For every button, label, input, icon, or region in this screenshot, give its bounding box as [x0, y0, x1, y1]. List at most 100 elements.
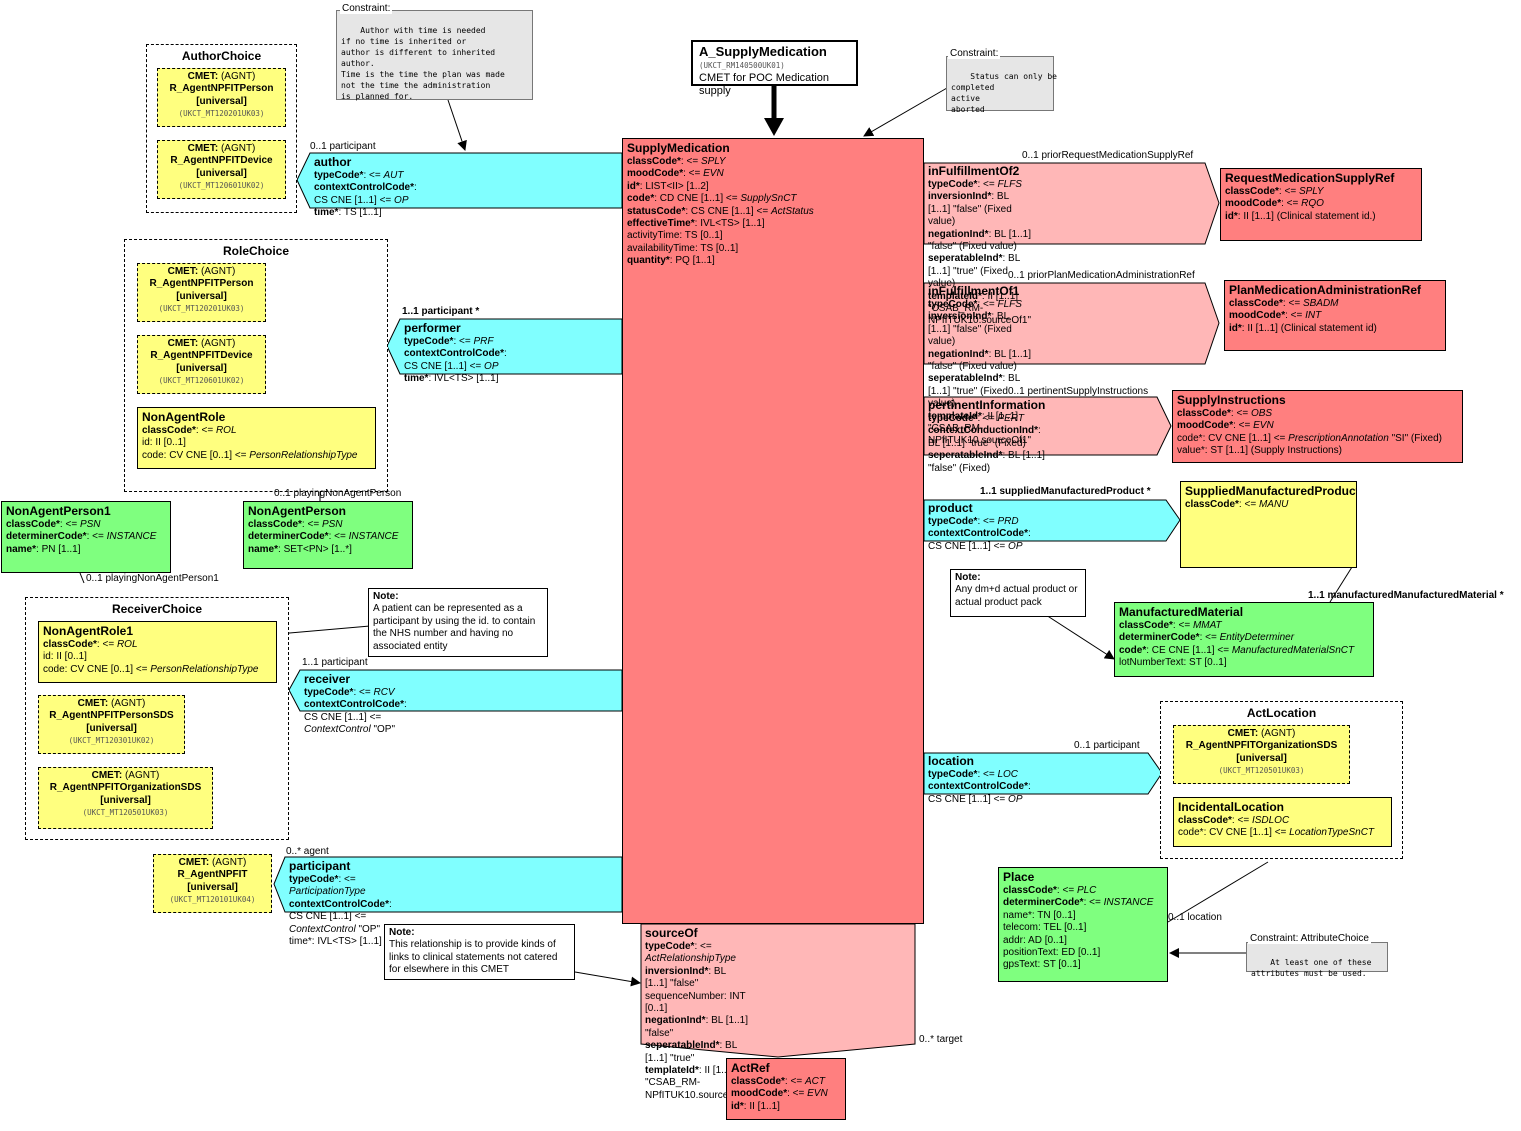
- note-dmd-text: Any dm+d actual product or actual produc…: [955, 584, 1078, 608]
- attribute-part: typeCode*: [645, 941, 695, 952]
- attribute-part: lotNumberText: ST [0..1]: [1119, 657, 1227, 669]
- attribute-part: OP: [1008, 540, 1023, 552]
- author-shape: [296, 152, 623, 209]
- attribute-line: contextControlCode*: CS CNE [1..1] <= OP: [928, 781, 1031, 806]
- performer-label: 1..1 participant *: [402, 306, 480, 317]
- attribute-line: time*: IVL<TS> [1..1]: [404, 373, 507, 385]
- planref-title: PlanMedicationAdministrationRef: [1229, 283, 1422, 297]
- attribute-part: moodCode*: [627, 168, 684, 180]
- attribute-line: addr: AD [0..1]: [1003, 935, 1163, 947]
- material-link: [1329, 566, 1353, 603]
- attribute-part: code*: [1119, 644, 1147, 656]
- attribute-part: : <=: [784, 1076, 805, 1087]
- attribute-part: code*: CV CNE [1..1] <=: [1177, 432, 1289, 444]
- constraint-status-pointer: [863, 87, 948, 137]
- attribute-part: time*: [404, 373, 429, 385]
- attribute-part: classCode*: [142, 425, 196, 436]
- attribute-part: id*: [1229, 322, 1242, 334]
- attribute-part: : BL [1..1] "true" (Fixed value): [928, 373, 1020, 410]
- attribute-part: : BL [1..1] "false" (Fixed value): [928, 228, 1031, 253]
- attribute-part: moodCode*: [1177, 420, 1234, 432]
- participant-shape: [273, 856, 623, 913]
- attribute-line: classCode*: <= PSN: [6, 519, 166, 531]
- cmet-author-person: CMET: (AGNT)R_AgentNPFITPerson[universal…: [157, 68, 286, 127]
- attribute-part: id: II [0..1]: [142, 437, 186, 449]
- attribute-part: ACT: [804, 1076, 825, 1087]
- attribute-part: addr: AD [0..1]: [1003, 934, 1067, 946]
- attribute-line: contextControlCode*: CS CNE [1..1] <= OP: [928, 528, 1031, 553]
- attribute-line: classCode*: <= OBS: [1177, 408, 1458, 420]
- infulfillmentof1-shape: [923, 282, 1220, 365]
- cmet-variant: [universal]: [176, 290, 227, 302]
- attribute-part: : <=: [1281, 198, 1302, 210]
- cmet-name: R_AgentNPFITPersonSDS: [49, 710, 174, 722]
- cmet-role-device: CMET: (AGNT)R_AgentNPFITDevice[universal…: [137, 335, 266, 394]
- attribute-line: code*: CD CNE [1..1] <= SupplySnCT: [627, 193, 919, 205]
- attribute-part: PLC: [1076, 885, 1097, 896]
- material-title: ManufacturedMaterial: [1119, 605, 1244, 619]
- attribute-part: gpsText: ST [0..1]: [1003, 959, 1081, 971]
- cmet-code: (UKCT_MT120201UK03): [178, 109, 265, 119]
- entry-title: A_SupplyMedication: [699, 44, 827, 59]
- performer-shape: [386, 318, 623, 375]
- attribute-part: : <=: [1282, 298, 1303, 309]
- attribute-part: name*: [6, 543, 37, 555]
- attribute-line: availabilityTime: TS [0..1]: [627, 243, 919, 255]
- attribute-part: : BL [1..1] "false" (Fixed value): [928, 311, 1012, 348]
- nonagentrole-title: NonAgentRole: [142, 410, 226, 424]
- attribute-part: "OP": [355, 923, 381, 935]
- attribute-part: : BL [1..1] "true": [645, 1040, 737, 1064]
- note-patient-pointer: [277, 625, 371, 639]
- note-source-pointer: [574, 971, 641, 987]
- nonagentperson1-link: [79, 572, 85, 584]
- supplied-product-title: SuppliedManufacturedProduct: [1185, 484, 1357, 498]
- attribute-part: contextConductionInd*: [928, 425, 1038, 437]
- incidental-location-title: IncidentalLocation: [1178, 800, 1285, 814]
- attribute-part: FLFS: [997, 299, 1022, 310]
- attribute-line: moodCode*: <= EVN: [627, 168, 919, 180]
- cmet-kind: (AGNT): [1258, 728, 1296, 739]
- attribute-part: typeCode*: [314, 170, 364, 181]
- attribute-part: : <=: [1233, 420, 1254, 432]
- attribute-part: id: II [0..1]: [43, 651, 87, 663]
- attribute-part: AUT: [383, 170, 404, 181]
- attribute-part: PrescriptionAnnotation: [1288, 432, 1389, 444]
- cmet-label: CMET:: [178, 857, 210, 868]
- attribute-part: inversionInd*: [645, 965, 709, 977]
- attribute-part: classCode*: [1229, 298, 1283, 309]
- attribute-part: classCode*: [627, 156, 681, 167]
- attribute-line: telecom: TEL [0..1]: [1003, 922, 1163, 934]
- attribute-part: id*: [627, 180, 640, 192]
- attribute-part: : <=: [59, 519, 80, 530]
- attribute-part: code*: [627, 193, 655, 205]
- attribute-part: : <=: [1199, 632, 1220, 644]
- attribute-line: templateId*: II [1..1] "CSAB_RM-NPfITUK1…: [928, 411, 1031, 448]
- attribute-line: time*: TS [1..1]: [314, 207, 417, 219]
- attribute-part: INSTANCE: [348, 531, 399, 543]
- attribute-part: classCode*: [1178, 815, 1232, 826]
- constraint-attr-title: Constraint: AttributeChoice: [1248, 933, 1371, 944]
- constraint-status-title: Constraint:: [948, 48, 1001, 59]
- attribute-part: determinerCode*: [248, 531, 329, 543]
- attribute-line: id*: II [1..1] (Clinical statement id.): [1225, 211, 1417, 223]
- attribute-part: seperatableInd*: [928, 450, 1003, 462]
- attribute-line: negationInd*: BL [1..1] "false" (Fixed v…: [928, 349, 1031, 374]
- material-label: 1..1 manufacturedManufacturedMaterial *: [1308, 590, 1504, 601]
- attribute-part: seperatableInd*: [928, 373, 1003, 385]
- attribute-part: : <=: [1238, 499, 1259, 510]
- attribute-part: ROL: [215, 425, 237, 436]
- supply-instructions-title: SupplyInstructions: [1177, 393, 1286, 407]
- attribute-part: SBADM: [1302, 298, 1339, 309]
- attribute-part: : <=: [694, 941, 712, 952]
- material-class: ManufacturedMaterial classCode*: <= MMAT…: [1114, 602, 1374, 677]
- attribute-part: EVN: [807, 1088, 828, 1100]
- attribute-part: typeCode*: [928, 769, 978, 780]
- cmet-code: (UKCT_MT120201UK03): [158, 304, 245, 314]
- attribute-part: classCode*: [1225, 186, 1279, 197]
- infulfillmentof2-label: 0..1 priorRequestMedicationSupplyRef: [1022, 150, 1194, 161]
